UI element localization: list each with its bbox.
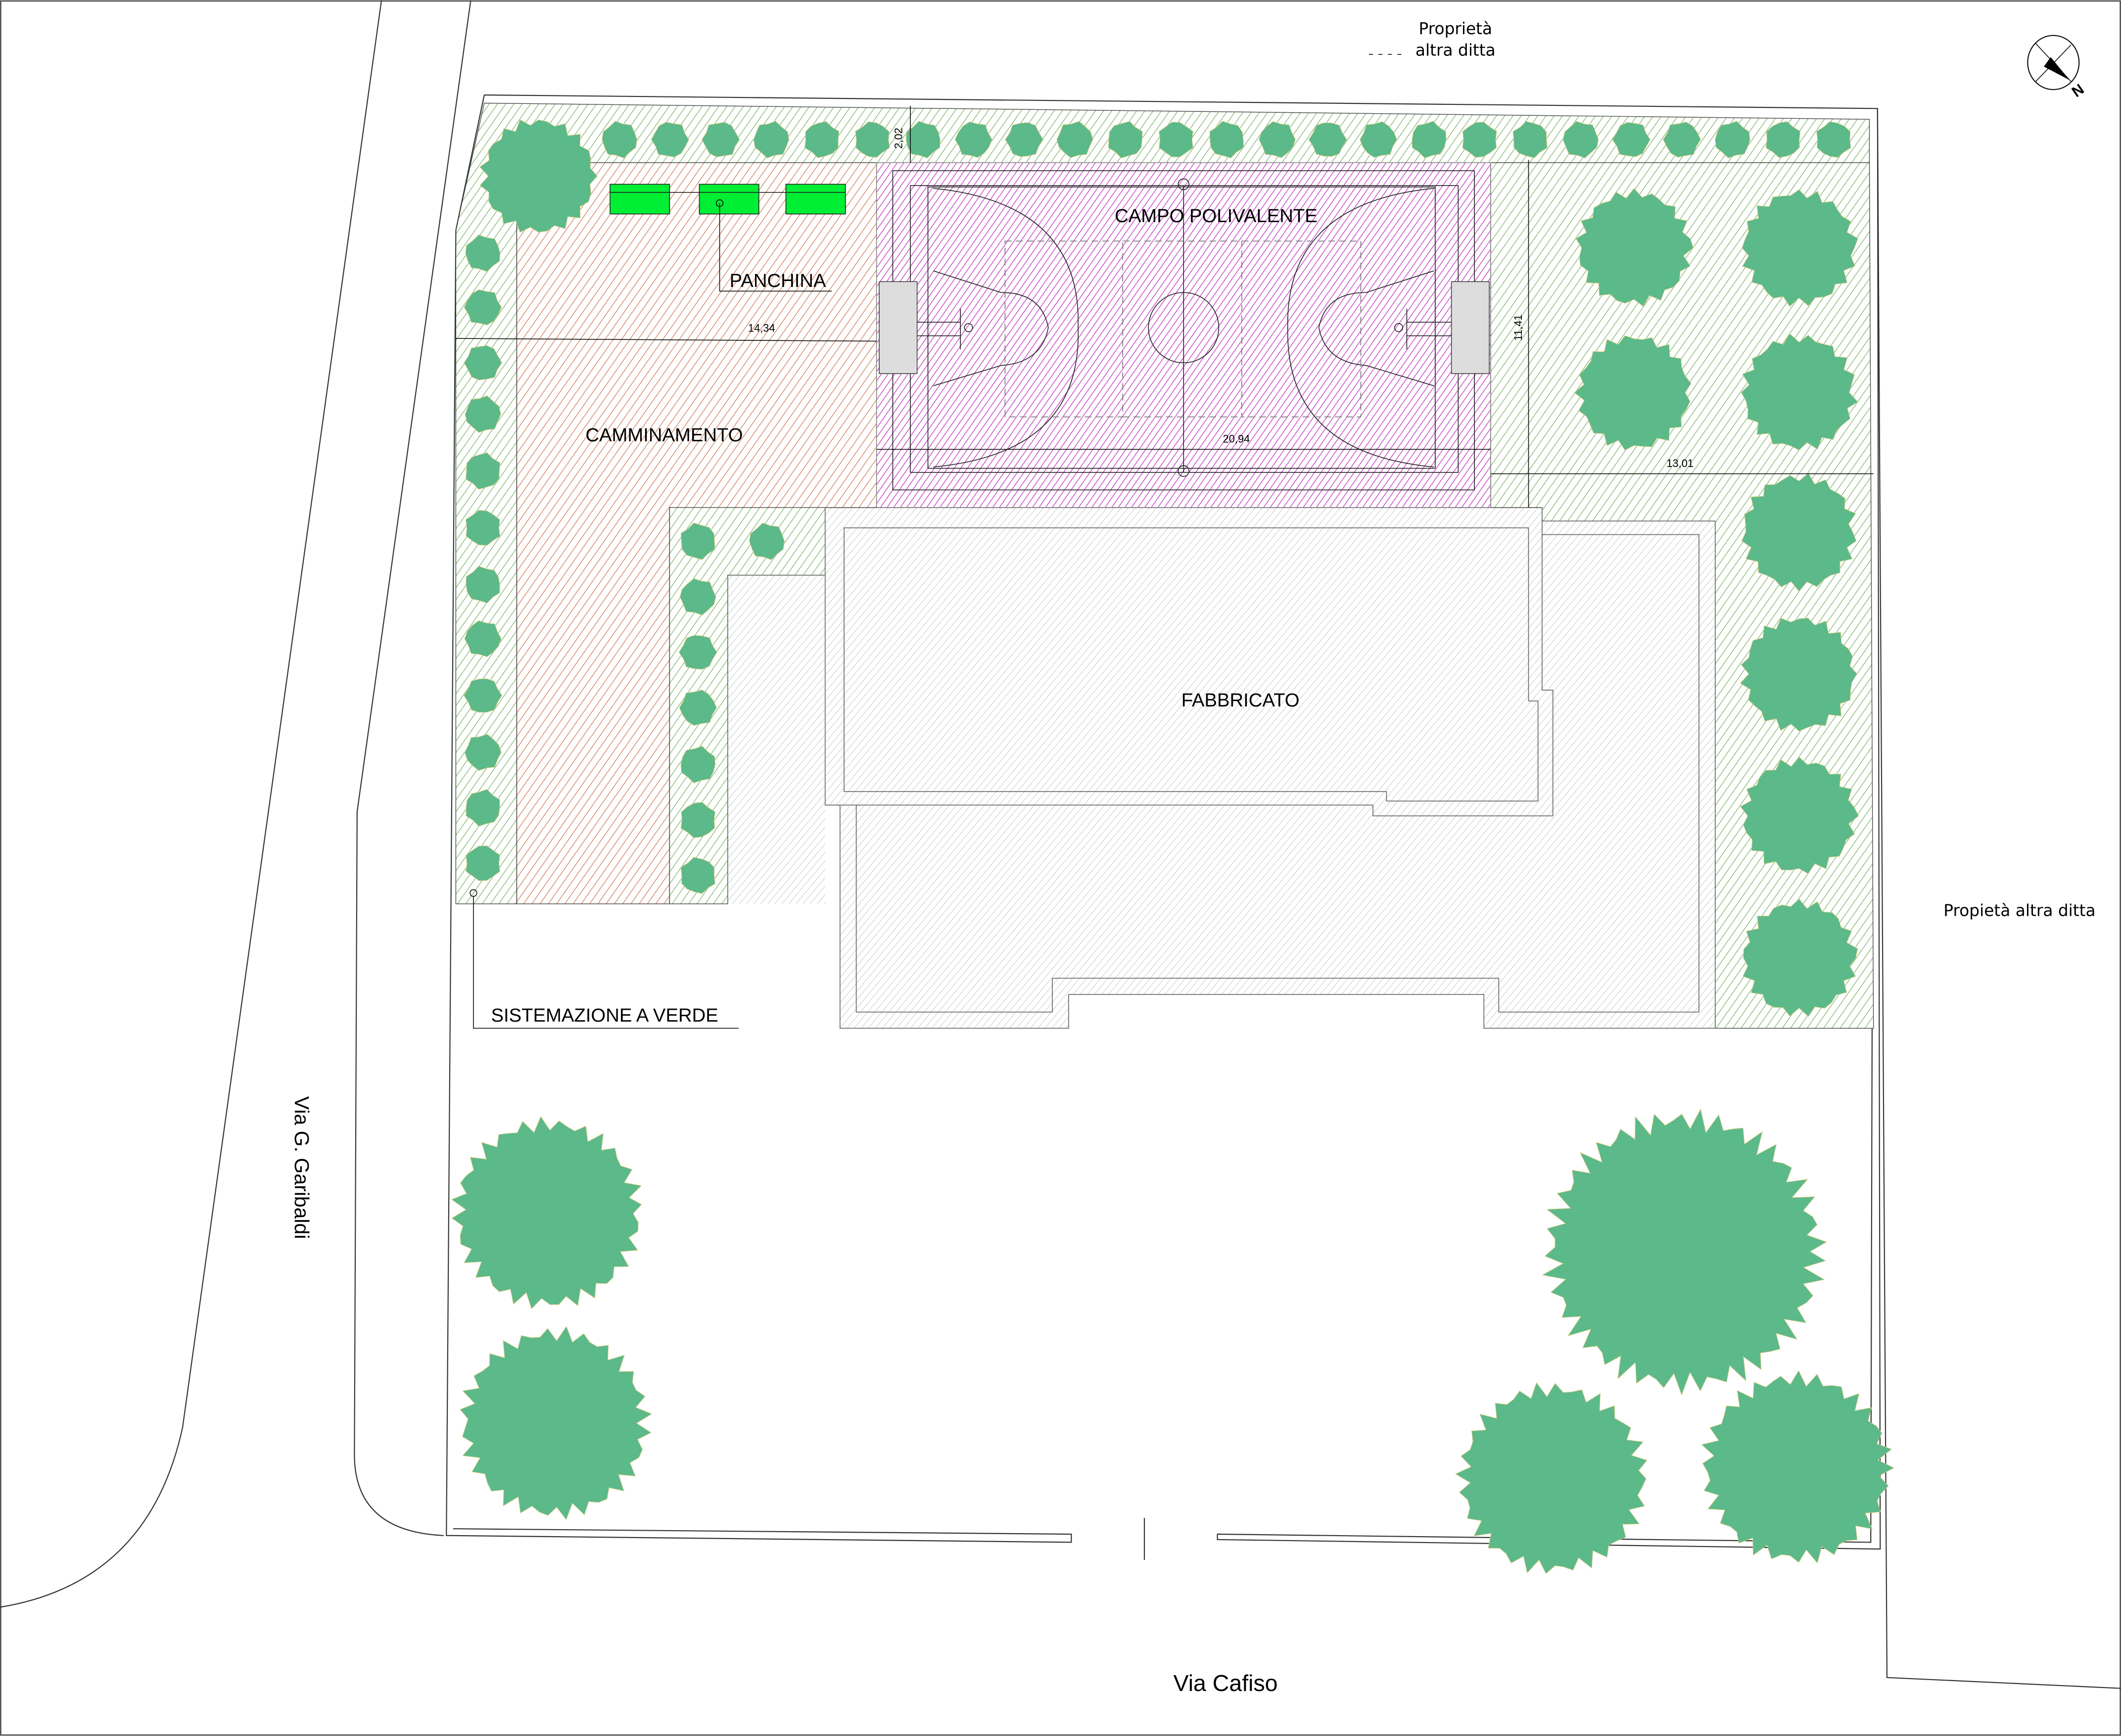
tree-icon (464, 734, 502, 771)
tree-icon (680, 746, 716, 784)
tree-icon (1412, 121, 1447, 159)
tree-icon (460, 1326, 653, 1520)
tree-icon (1209, 121, 1244, 159)
tree-icon (464, 345, 502, 380)
tree-icon (1159, 122, 1193, 157)
tree-icon (466, 452, 501, 490)
tree-icon (1462, 122, 1497, 158)
dim-right-green: 13,01 (1666, 457, 1694, 469)
tree-icon (465, 235, 501, 272)
north-label: N (2069, 81, 2087, 100)
tree-icon (1574, 335, 1692, 451)
dim-walkway: 14,34 (748, 322, 775, 334)
tree-icon (753, 121, 790, 159)
tree-icon (451, 1116, 642, 1310)
tree-icon (1108, 121, 1143, 159)
tree-icon (1715, 121, 1750, 159)
goal-left (879, 281, 918, 375)
label-via-cafiso: Via Cafiso (1174, 1670, 1278, 1696)
trees (451, 119, 1894, 1574)
tree-icon (855, 121, 890, 158)
tree-icon (1742, 189, 1858, 307)
tree-icon (1816, 121, 1851, 158)
campo-polivalente (876, 162, 1491, 508)
tree-icon (464, 678, 502, 713)
tree-icon (678, 635, 717, 670)
tree-icon (905, 121, 941, 159)
tree-icon (1259, 121, 1296, 158)
goal-right (1451, 281, 1490, 375)
label-proprieta-top-1: Proprietà (1419, 19, 1493, 38)
tree-icon (1743, 898, 1858, 1017)
label-via-garibaldi: Via G. Garibaldi (290, 1096, 313, 1239)
label-campo: CAMPO POLIVALENTE (1115, 205, 1318, 227)
benches (610, 184, 846, 215)
tree-icon (804, 121, 840, 158)
tree-icon (1562, 121, 1599, 159)
tree-icon (1663, 122, 1701, 158)
tree-icon (1741, 333, 1858, 451)
bench (610, 184, 670, 215)
tree-icon (1512, 121, 1548, 158)
tree-icon (466, 510, 501, 546)
dim-top-strip: 2,02 (893, 128, 905, 149)
tree-icon (1056, 121, 1093, 158)
tree-icon (679, 689, 717, 726)
tree-icon (465, 395, 501, 433)
bench (785, 184, 846, 215)
label-fabbricato: FABBRICATO (1181, 690, 1300, 711)
tree-icon (680, 802, 715, 839)
tree-icon (1741, 472, 1857, 592)
tree-icon (1740, 756, 1859, 874)
tree-icon (680, 857, 715, 894)
tree-icon (702, 122, 740, 157)
tree-icon (602, 121, 638, 159)
tree-icon (479, 119, 598, 233)
label-sistemazione: SISTEMAZIONE A VERDE (491, 1005, 718, 1026)
dim-court-length: 20,94 (1223, 433, 1250, 445)
label-proprieta-right: Propietà altra ditta (1943, 901, 2095, 920)
tree-icon (1740, 617, 1857, 732)
tree-icon (1455, 1382, 1648, 1574)
tree-icon (464, 289, 502, 326)
tree-icon (954, 121, 992, 158)
tree-icon (1542, 1108, 1827, 1396)
tree-icon (1766, 121, 1801, 158)
north-arrow-icon: N (2027, 35, 2087, 100)
tree-icon (466, 845, 500, 881)
bench (699, 184, 759, 215)
tree-icon (1575, 188, 1694, 307)
tree-icon (749, 522, 785, 561)
label-camminamento: CAMMINAMENTO (585, 424, 743, 446)
dim-court-width: 11,41 (1512, 315, 1524, 341)
tree-icon (1360, 121, 1397, 158)
tree-icon (1612, 122, 1650, 157)
dimension-lines (456, 54, 1874, 1029)
label-panchina: PANCHINA (730, 270, 826, 291)
tree-icon (1308, 122, 1347, 157)
label-proprieta-top-2: altra ditta (1415, 41, 1496, 60)
tree-icon (1005, 122, 1044, 157)
fabbricato-building (727, 507, 1716, 1029)
tree-icon (1701, 1370, 1894, 1564)
tree-icon (466, 789, 500, 827)
tree-icon (464, 620, 502, 657)
tree-icon (679, 578, 716, 615)
tree-icon (466, 565, 500, 604)
tree-icon (651, 122, 689, 158)
tree-icon (681, 522, 715, 560)
road-via-garibaldi (0, 0, 471, 1608)
